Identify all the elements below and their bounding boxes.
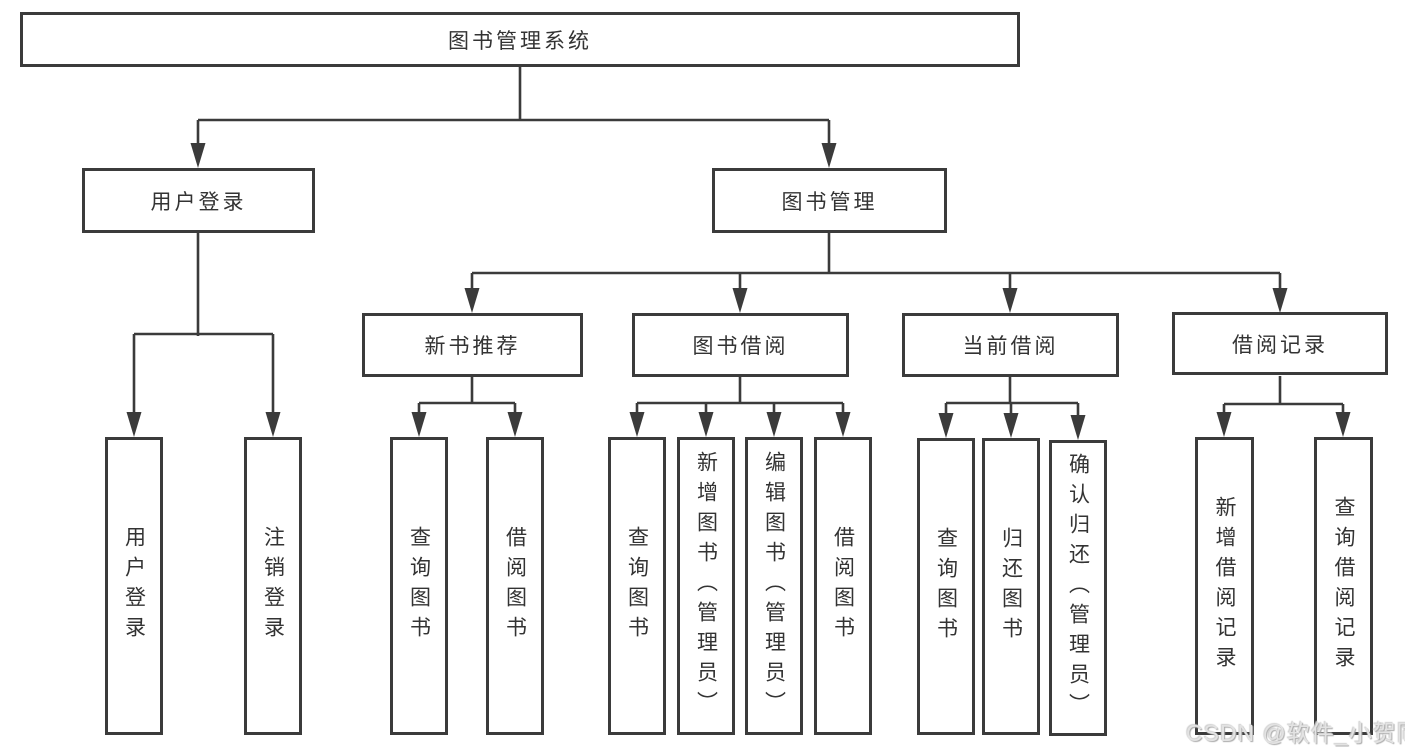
arrow-down-icon [766,412,782,437]
arrow-down-icon [190,143,206,168]
leaf-bb-borrow-books-label: 借阅图书 [831,526,855,646]
node-book-management-label: 图书管理 [781,190,878,214]
leaf-bb-query-books: 查询图书 [608,437,666,735]
node-new-book-recommend-label: 新书推荐 [424,335,521,358]
leaf-bb-query-books-label: 查询图书 [625,526,649,646]
connector-segments [132,67,1345,417]
leaf-nbr-query-books-label: 查询图书 [407,526,431,646]
arrow-down-icon [1335,412,1351,437]
node-current-borrowing: 当前借阅 [902,313,1119,377]
arrowheads [126,143,1351,440]
node-book-borrowing: 图书借阅 [632,313,849,377]
leaf-br-query-record: 查询借阅记录 [1314,437,1373,735]
arrow-down-icon [821,143,837,168]
leaf-logout-label: 注销登录 [261,526,285,646]
arrow-down-icon [411,412,427,437]
leaf-cb-confirm-return-admin: 确认归还（管理员） [1049,440,1107,736]
arrow-down-icon [507,412,523,437]
leaf-bb-add-book-admin: 新增图书（管理员） [677,437,735,735]
leaf-br-add-record-label: 新增借阅记录 [1213,496,1236,676]
leaf-cb-query-books-label: 查询图书 [934,526,958,647]
arrow-down-icon [732,288,748,313]
arrow-down-icon [1272,288,1288,313]
arrow-down-icon [1002,288,1018,313]
arrow-down-icon [126,412,142,437]
arrow-down-icon [464,288,480,313]
node-user-login: 用户登录 [82,168,315,233]
arrow-down-icon [629,412,645,437]
node-root: 图书管理系统 [20,12,1020,67]
arrow-down-icon [1216,412,1232,437]
arrow-down-icon [1003,413,1019,438]
leaf-bb-edit-book-admin: 编辑图书（管理员） [745,437,803,735]
node-current-borrowing-label: 当前借阅 [962,335,1059,358]
arrow-down-icon [1070,415,1086,440]
leaf-bb-add-book-admin-label: 新增图书（管理员） [694,451,718,721]
arrow-down-icon [835,412,851,437]
leaf-cb-return-books-label: 归还图书 [999,526,1023,647]
node-borrowing-records: 借阅记录 [1172,312,1388,375]
leaf-user-login: 用户登录 [105,437,163,735]
leaf-nbr-borrow-books: 借阅图书 [486,437,544,735]
leaf-user-login-label: 用户登录 [122,526,146,646]
node-new-book-recommend: 新书推荐 [362,313,583,377]
leaf-bb-edit-book-admin-label: 编辑图书（管理员） [762,451,786,721]
node-book-borrowing-label: 图书借阅 [692,335,789,358]
leaf-nbr-query-books: 查询图书 [390,437,448,735]
node-root-label: 图书管理系统 [448,29,592,53]
node-borrowing-records-label: 借阅记录 [1232,333,1328,357]
leaf-br-add-record: 新增借阅记录 [1195,437,1254,735]
node-user-login-label: 用户登录 [150,190,247,214]
arrow-down-icon [938,413,954,438]
arrow-down-icon [698,412,714,437]
leaf-cb-query-books: 查询图书 [917,438,975,735]
leaf-logout: 注销登录 [244,437,302,735]
leaf-cb-return-books: 归还图书 [982,438,1040,735]
node-book-management: 图书管理 [712,168,947,233]
csdn-watermark: CSDN @软件_小贺同学 [1186,720,1405,746]
arrow-down-icon [265,412,281,437]
leaf-br-query-record-label: 查询借阅记录 [1332,496,1355,676]
leaf-bb-borrow-books: 借阅图书 [814,437,872,735]
leaf-nbr-borrow-books-label: 借阅图书 [503,526,527,646]
leaf-cb-confirm-return-admin-label: 确认归还（管理员） [1066,453,1090,723]
